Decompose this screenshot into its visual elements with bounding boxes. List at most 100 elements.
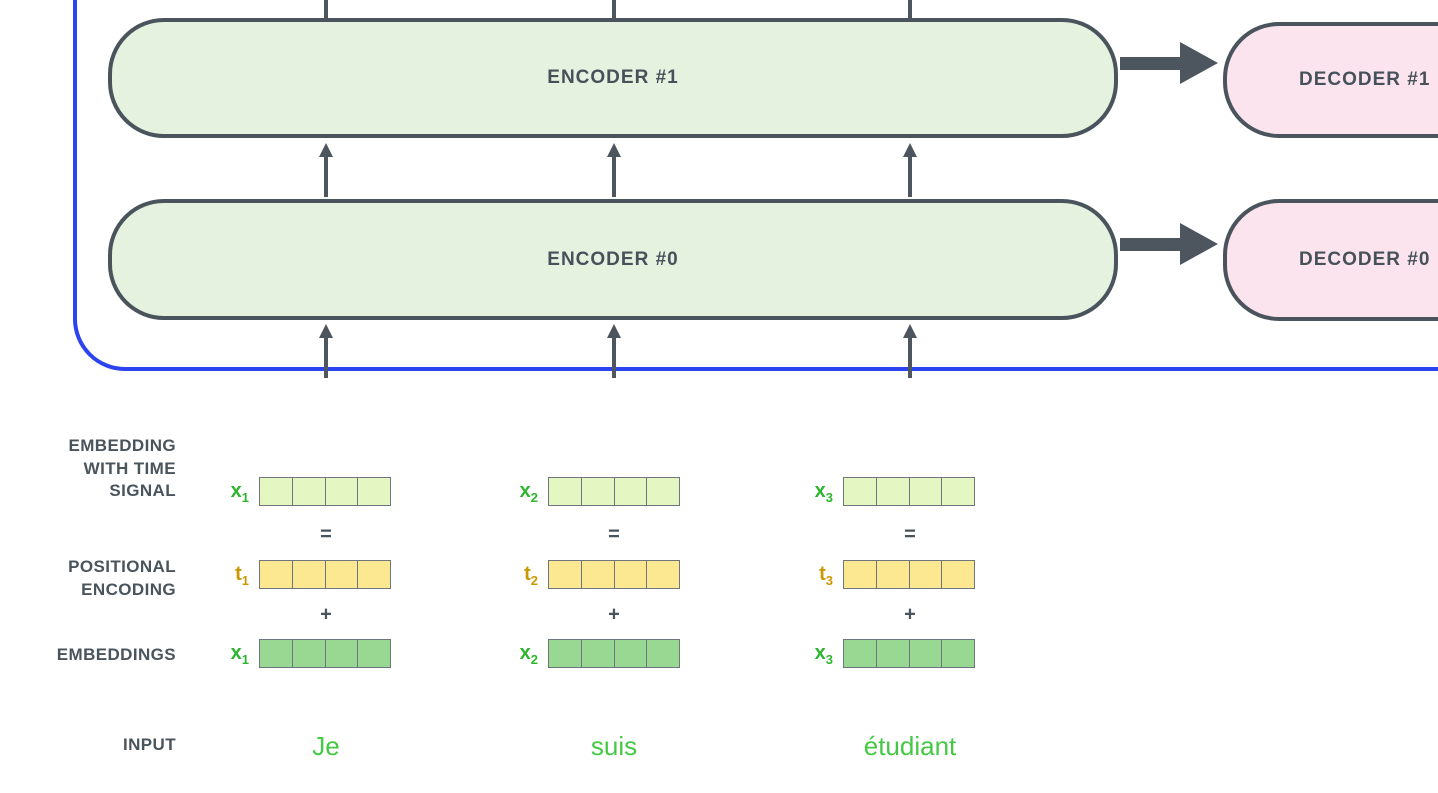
encoder0-to-encoder1-arrow-3-shaft [908,155,912,197]
vector-cell [844,640,877,667]
t-symbol: t [819,563,826,585]
plus-sign-col2: + [608,603,620,626]
x-symbol: x [519,480,531,502]
encoder1-output-arrow-2 [612,0,616,18]
t-subscript: 3 [825,573,833,588]
label-line: SIGNAL [109,481,176,500]
label-line: EMBEDDING [68,436,176,455]
vector-cell [942,640,974,667]
emb-vector-x1 [259,639,391,668]
decoder-0-box: DECODER #0 [1223,199,1438,321]
x-subscript: 2 [530,490,538,505]
vector-cell [910,478,943,505]
encoder0-to-encoder1-arrow-2 [607,143,621,157]
x-subscript: 3 [825,652,833,667]
pos-vector-t3 [843,560,975,589]
vector-cell [844,478,877,505]
time-vector-x2 [548,477,680,506]
encoder1-output-arrow-1 [324,0,328,18]
vector-cell [942,561,974,588]
encoder0-to-encoder1-arrow-3 [903,143,917,157]
label-positional-encoding: POSITIONAL ENCODING [20,556,176,601]
encoder-1-box: ENCODER #1 [108,18,1118,138]
plus-sign-col3: + [904,603,916,626]
vector-cell [260,561,293,588]
encoder0-to-encoder1-arrow-2-shaft [612,155,616,197]
input-arrow-2-head [607,324,621,338]
label-line: ENCODING [81,579,176,599]
vector-cell [326,478,359,505]
input-word-3: étudiant [863,731,957,761]
vector-cell [615,640,648,667]
pos-vector-label-t3: t3 [789,560,833,589]
vector-cell [910,640,943,667]
emb-vector-x3 [843,639,975,668]
vector-cell [647,478,679,505]
x-symbol: x [814,480,826,502]
input-arrow-3-head [903,324,917,338]
vector-cell [615,561,648,588]
vector-cell [293,478,326,505]
label-embedding-with-time-signal: EMBEDDING WITH TIME SIGNAL [20,435,176,503]
x-subscript: 3 [825,490,833,505]
vector-cell [260,478,293,505]
plus-sign-col1: + [320,603,332,626]
encoder-stack-bracket [73,0,1438,371]
x-symbol: x [519,642,531,664]
encoder0-to-encoder1-arrow-1 [319,143,333,157]
x-symbol: x [814,642,826,664]
vector-cell [877,561,910,588]
label-line: POSITIONAL [68,557,176,576]
encoder0-to-decoder0-arrow-head [1180,223,1218,265]
vector-cell [877,640,910,667]
time-vector-label-x3: x3 [789,477,833,506]
decoder-1-box: DECODER #1 [1223,22,1438,138]
x-subscript: 2 [530,652,538,667]
equals-sign-col1: = [320,523,332,546]
input-word-2: suis [590,731,638,761]
x-symbol: x [230,480,242,502]
input-arrow-2-shaft [612,336,616,378]
vector-cell [942,478,974,505]
equals-sign-col3: = [904,523,916,546]
vector-cell [549,561,582,588]
encoder-0-box: ENCODER #0 [108,199,1118,320]
time-vector-label-x1: x1 [205,477,249,506]
x-symbol: x [230,642,242,664]
vector-cell [549,478,582,505]
vector-cell [877,478,910,505]
emb-vector-x2 [548,639,680,668]
decoder-1-label: DECODER #1 [1299,69,1431,90]
pos-vector-t1 [259,560,391,589]
vector-cell [326,561,359,588]
vector-cell [358,561,390,588]
vector-cell [260,640,293,667]
time-vector-label-x2: x2 [494,477,538,506]
time-vector-x3 [843,477,975,506]
vector-cell [293,561,326,588]
t-subscript: 1 [241,573,249,588]
t-symbol: t [235,563,242,585]
equals-sign-col2: = [608,523,620,546]
emb-vector-label-x1: x1 [205,639,249,668]
input-arrow-1-shaft [324,336,328,378]
x-subscript: 1 [241,490,249,505]
encoder0-to-decoder0-arrow-shaft [1120,238,1180,251]
pos-vector-label-t1: t1 [205,560,249,589]
label-input: INPUT [20,734,176,757]
encoder-0-label: ENCODER #0 [547,248,679,270]
vector-cell [326,640,359,667]
label-line: WITH TIME [83,458,176,478]
emb-vector-label-x2: x2 [494,639,538,668]
decoder-0-label: DECODER #0 [1299,249,1431,270]
encoder-1-label: ENCODER #1 [547,67,679,88]
vector-cell [582,478,615,505]
vector-cell [582,640,615,667]
vector-cell [647,561,679,588]
pos-vector-t2 [548,560,680,589]
input-word-1: Je [312,731,340,761]
vector-cell [844,561,877,588]
encoder1-output-arrow-3 [908,0,912,18]
pos-vector-label-t2: t2 [494,560,538,589]
